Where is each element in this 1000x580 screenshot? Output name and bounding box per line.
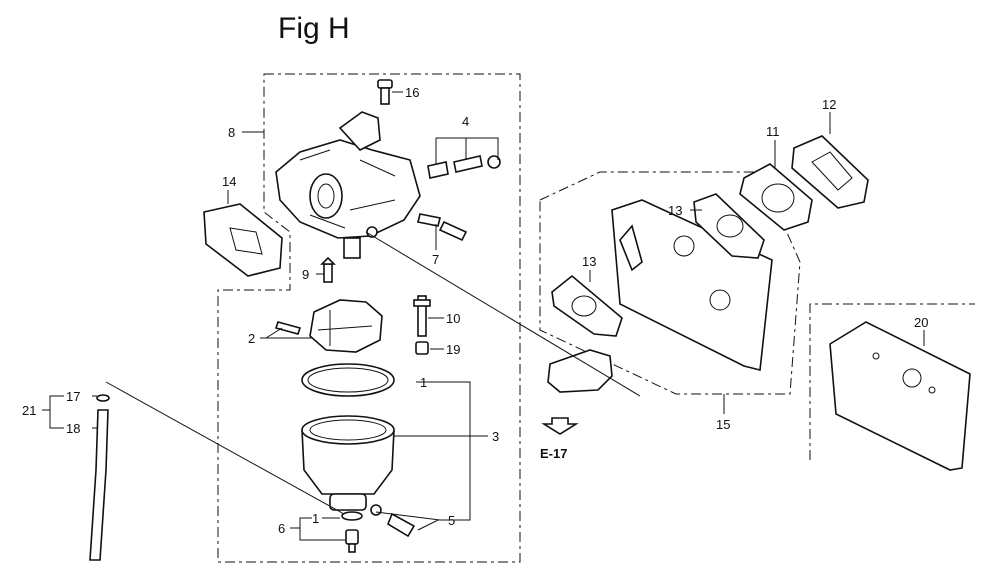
drain-screw-set bbox=[370, 504, 416, 538]
float-valve bbox=[413, 295, 431, 337]
callout-20: 20 bbox=[914, 315, 928, 330]
callout-12: 12 bbox=[822, 97, 836, 112]
callout-4: 4 bbox=[462, 114, 469, 129]
figure-title: Fig H bbox=[278, 12, 350, 45]
drain-bolt-set bbox=[341, 511, 363, 553]
gasket-13-right bbox=[693, 193, 765, 259]
callout-11: 11 bbox=[766, 124, 780, 139]
gasket-13-left bbox=[551, 274, 623, 337]
leader-lines bbox=[42, 91, 925, 541]
callout-2: 2 bbox=[248, 331, 255, 346]
callout-21: 21 bbox=[22, 403, 36, 418]
callout-15: 15 bbox=[716, 417, 730, 432]
callout-19: 19 bbox=[446, 342, 460, 357]
callout-9: 9 bbox=[302, 267, 309, 282]
pilot-screw-set bbox=[427, 155, 501, 179]
callout-1-upper: 1 bbox=[420, 375, 427, 390]
fuel-tube bbox=[89, 394, 110, 561]
carburetor-body bbox=[275, 111, 421, 259]
float bbox=[309, 299, 383, 353]
carburetor-assembly-boundary bbox=[217, 73, 521, 563]
air-filter-boundary bbox=[809, 303, 975, 460]
reference-arrow bbox=[541, 417, 579, 435]
insulator-gasket bbox=[203, 203, 283, 277]
callout-13-right: 13 bbox=[668, 203, 682, 218]
insulator-11 bbox=[739, 163, 813, 231]
callout-1-lower: 1 bbox=[312, 511, 319, 526]
callout-16: 16 bbox=[405, 85, 419, 100]
gasket-20 bbox=[829, 321, 971, 471]
main-jet bbox=[415, 341, 429, 355]
float-chamber-gasket bbox=[301, 363, 395, 397]
float-chamber bbox=[301, 415, 395, 511]
screw-16 bbox=[377, 79, 393, 105]
callout-8: 8 bbox=[228, 125, 235, 140]
reference-label: E-17 bbox=[540, 446, 567, 461]
float-pin bbox=[274, 321, 302, 335]
throttle-stop-screw bbox=[417, 213, 468, 242]
breather-tube bbox=[547, 349, 613, 393]
callout-3: 3 bbox=[492, 429, 499, 444]
callout-18: 18 bbox=[66, 421, 80, 436]
gasket-set-boundary bbox=[539, 171, 801, 395]
callout-14: 14 bbox=[222, 174, 236, 189]
callout-17: 17 bbox=[66, 389, 80, 404]
callout-10: 10 bbox=[446, 311, 460, 326]
callout-13-left: 13 bbox=[582, 254, 596, 269]
callout-6: 6 bbox=[278, 521, 285, 536]
callout-7: 7 bbox=[432, 252, 439, 267]
callout-5: 5 bbox=[448, 513, 455, 528]
gasket-12 bbox=[791, 135, 869, 209]
drain-screw-9 bbox=[320, 256, 336, 283]
